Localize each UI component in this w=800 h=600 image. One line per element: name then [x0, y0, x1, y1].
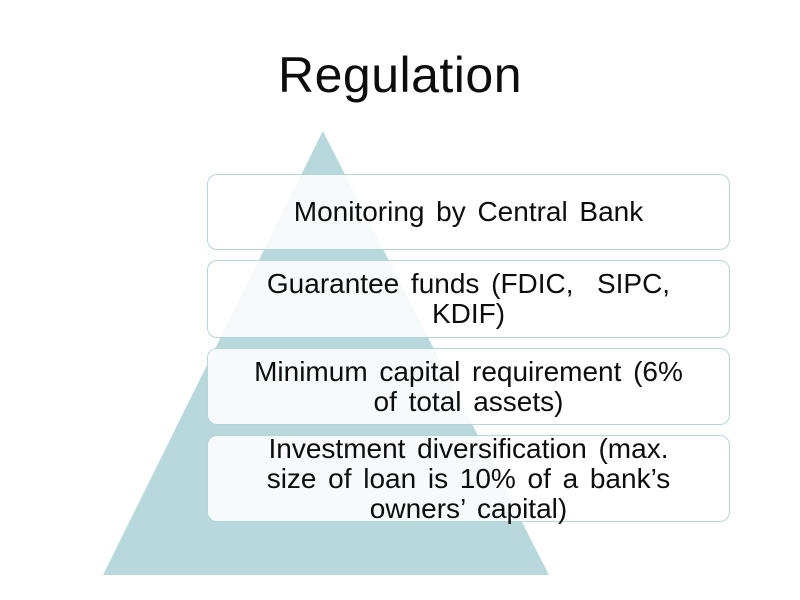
- pyramid-item-line: Investment diversification (max.: [268, 432, 669, 464]
- pyramid-item-line: Monitoring by Central Bank: [293, 196, 644, 227]
- pyramid-item-minimum-capital: Minimum capital requirement (6% of total…: [207, 348, 730, 425]
- pyramid-item-line: Guarantee funds (FDIC, SIPC,: [266, 268, 671, 299]
- slide-title: Regulation: [277, 47, 523, 103]
- pyramid-item-monitoring: Monitoring by Central Bank: [207, 174, 730, 250]
- pyramid-item-line: of total assets): [373, 385, 564, 417]
- pyramid-item-line: owners’ capital): [369, 492, 568, 524]
- pyramid-item-investment-diversification: Investment diversification (max. size of…: [207, 432, 730, 524]
- pyramid-item-line: Minimum capital requirement (6%: [254, 355, 683, 387]
- pyramid-item-line: KDIF): [431, 298, 506, 329]
- pyramid-item-line: size of loan is 10% of a bank’s: [266, 462, 671, 494]
- pyramid-item-guarantee-funds: Guarantee funds (FDIC, SIPC, KDIF): [207, 260, 730, 338]
